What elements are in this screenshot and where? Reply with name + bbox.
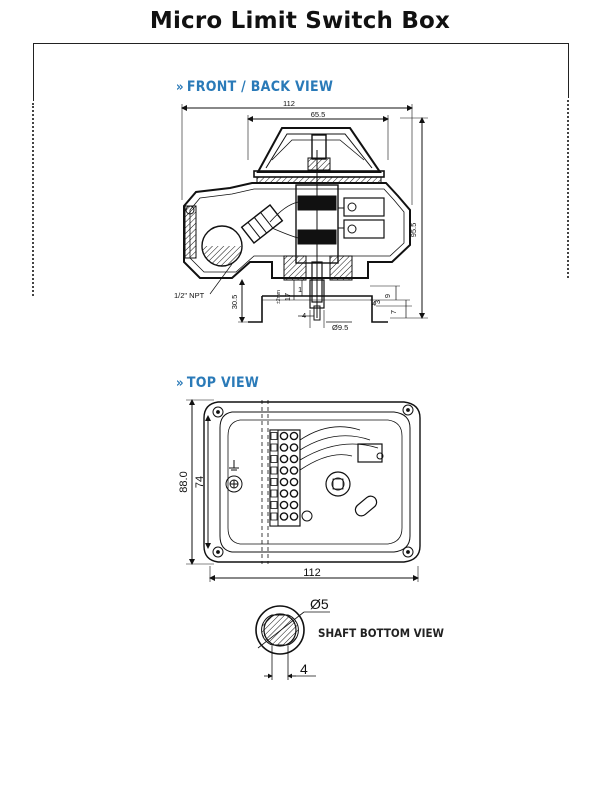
dim-9: 9 — [383, 294, 392, 298]
terminal-screw — [279, 454, 289, 464]
chevron-right-icon: » — [176, 80, 184, 95]
terminal-screw — [289, 431, 299, 441]
terminal-square — [270, 443, 278, 452]
dim-top-inner-height: 74 — [194, 476, 206, 488]
frame-top-border — [33, 43, 569, 44]
terminal-screw — [289, 512, 299, 521]
terminal-screw — [279, 500, 289, 510]
right-dotted-guide — [567, 100, 569, 278]
dim-3: 3 — [373, 300, 382, 304]
dim-1: 1 — [298, 285, 302, 294]
terminal-screw — [279, 431, 289, 441]
terminal-screw — [289, 454, 299, 464]
terminal-screw — [279, 466, 289, 475]
dim-height: 95.5 — [409, 223, 418, 238]
terminal-screw — [279, 489, 289, 498]
terminal-square — [270, 501, 278, 509]
dim-cover-width: 65.5 — [311, 110, 326, 119]
dim-overall-width: 112 — [283, 99, 295, 108]
page-title: Micro Limit Switch Box — [149, 8, 451, 34]
dim-17: 17 — [283, 293, 292, 301]
terminal-block-screws — [270, 431, 299, 521]
dim-bracket-height: 30.5 — [230, 295, 239, 310]
terminal-screw — [289, 477, 299, 487]
dim-shaft-flat: 4 — [300, 661, 308, 677]
terminal-screw — [289, 443, 299, 452]
terminal-square — [270, 478, 278, 486]
front-view-drawing — [181, 104, 428, 328]
dim-4-right: 4 — [372, 299, 376, 308]
dim-7: 7 — [389, 310, 398, 314]
top-view-drawing — [186, 399, 421, 582]
terminal-square — [270, 512, 278, 521]
terminal-square — [270, 466, 278, 475]
terminal-square — [270, 455, 278, 463]
dim-top-width: 112 — [303, 567, 321, 579]
front-back-view-heading: »FRONT / BACK VIEW — [176, 79, 334, 95]
dim-top-outer-height: 88.0 — [178, 471, 190, 492]
dim-shaft-diameter: Ø9.5 — [332, 323, 348, 332]
shaft-bottom-drawing — [255, 605, 330, 680]
terminal-screw — [279, 512, 289, 521]
frame-right-border — [568, 43, 569, 98]
terminal-screw — [289, 489, 299, 498]
terminal-screw — [289, 466, 299, 475]
dim-thread: 1/2" NPT — [174, 291, 205, 300]
dim-shaft-diameter-bottom: Ø5 — [310, 596, 329, 612]
frame-left-border — [33, 43, 34, 101]
terminal-screw — [289, 500, 299, 510]
chevron-right-icon: » — [176, 376, 184, 391]
terminal-screw — [279, 477, 289, 487]
top-view-heading: »TOP VIEW — [176, 375, 260, 391]
terminal-square — [270, 489, 278, 498]
terminal-square — [270, 432, 278, 440]
dim-4: 4 — [302, 311, 306, 320]
shaft-bottom-view-label: SHAFT BOTTOM VIEW — [318, 626, 444, 640]
dim-tolerance: ±2mm — [276, 290, 282, 304]
left-dotted-guide — [32, 103, 34, 296]
terminal-screw — [279, 443, 289, 452]
